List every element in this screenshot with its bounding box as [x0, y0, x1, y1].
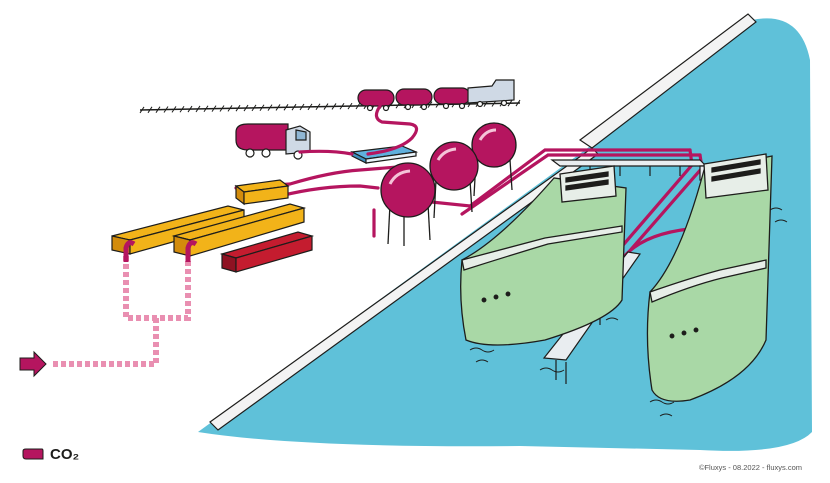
railway-sleeper: [515, 99, 521, 107]
railway-sleeper: [203, 105, 209, 113]
train-locomotive: [467, 79, 515, 104]
co2-ship: [460, 165, 627, 346]
train-tank-wagon: [433, 87, 471, 105]
railway-sleeper: [219, 105, 225, 112]
railway-sleeper: [211, 105, 217, 112]
railway-sleeper: [347, 102, 353, 110]
railway-sleeper: [315, 103, 321, 110]
railway-sleeper: [267, 104, 273, 111]
arrow-right-icon: [19, 350, 47, 378]
co2-ship: [646, 153, 773, 402]
railway-sleeper: [163, 106, 169, 113]
railway-sleeper: [275, 104, 281, 111]
legend-label: CO₂: [50, 446, 80, 463]
spherical-storage-tanks: [380, 122, 517, 246]
railway-sleeper: [227, 105, 233, 112]
co2-truck: [235, 123, 311, 160]
railway-sleeper: [171, 106, 177, 113]
railway-sleeper: [259, 104, 265, 112]
spherical-tank: [471, 122, 517, 197]
railway-sleeper: [179, 105, 185, 113]
railway-sleeper: [323, 103, 329, 110]
train-tank-wagon: [395, 88, 433, 106]
spherical-tank: [380, 162, 436, 246]
loading-station: [349, 145, 419, 164]
spherical-tank: [429, 141, 479, 219]
quay-edge: [209, 13, 757, 431]
railway-sleeper: [331, 103, 337, 110]
co2-train: [357, 79, 515, 112]
incoming-co2-pipeline: [52, 240, 198, 367]
railway-sleeper: [283, 104, 289, 111]
railway-sleeper: [195, 105, 201, 113]
water-waves: [469, 207, 788, 417]
storage-building: [171, 203, 307, 257]
railway-sleeper: [339, 103, 345, 110]
railway-sleeper: [355, 102, 361, 110]
railway-sleeper: [155, 106, 161, 113]
train-tank-wagon: [357, 89, 395, 107]
railway-sleeper: [291, 103, 297, 111]
railway-sleeper: [139, 106, 145, 114]
copyright-credit: ©Fluxys - 08.2022 - fluxys.com: [698, 463, 802, 472]
railway-sleeper: [299, 103, 305, 111]
storage-building: [234, 179, 290, 206]
railway-sleeper: [427, 101, 433, 108]
co2-storage-buildings: [111, 179, 315, 273]
railway-sleeper: [251, 104, 257, 112]
railway-sleeper: [187, 105, 193, 113]
railway-sleeper: [507, 99, 513, 107]
co2-truck-icon: [22, 448, 44, 459]
railway-sleeper: [307, 103, 313, 111]
railway-sleeper: [147, 106, 153, 114]
railway-sleeper: [243, 104, 249, 112]
railway-sleeper: [235, 104, 241, 112]
legend: CO₂: [22, 446, 79, 463]
storage-building: [219, 231, 315, 273]
